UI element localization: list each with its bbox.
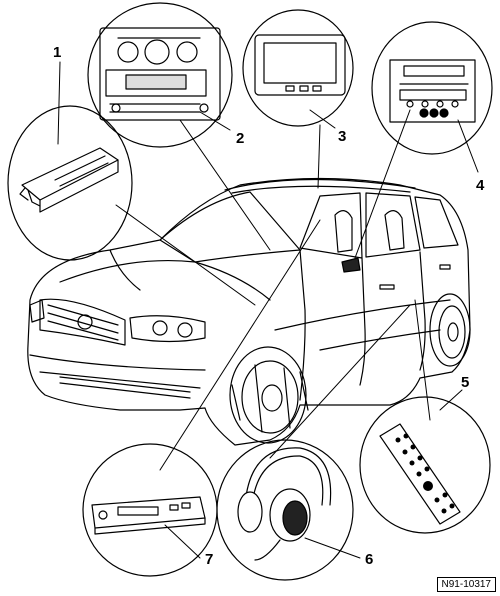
callout-3: 3 — [338, 128, 347, 145]
control-module — [7, 105, 133, 261]
callout-2: 2 — [236, 130, 245, 147]
display-screen — [242, 9, 354, 127]
rear-wheel — [429, 293, 471, 367]
media-player — [82, 443, 218, 577]
rear-control-panel — [371, 21, 493, 155]
callout-1: 1 — [53, 44, 62, 61]
remote-control — [359, 396, 491, 534]
front-wheel — [229, 346, 309, 444]
reference-code: N91-10317 — [436, 577, 496, 592]
callout-4: 4 — [476, 177, 485, 194]
callout-6: 6 — [365, 551, 374, 568]
callout-7: 7 — [205, 551, 214, 568]
radio-unit — [87, 2, 233, 148]
callout-5: 5 — [461, 374, 470, 391]
headphones — [216, 439, 354, 581]
leader-lines — [57, 61, 479, 559]
